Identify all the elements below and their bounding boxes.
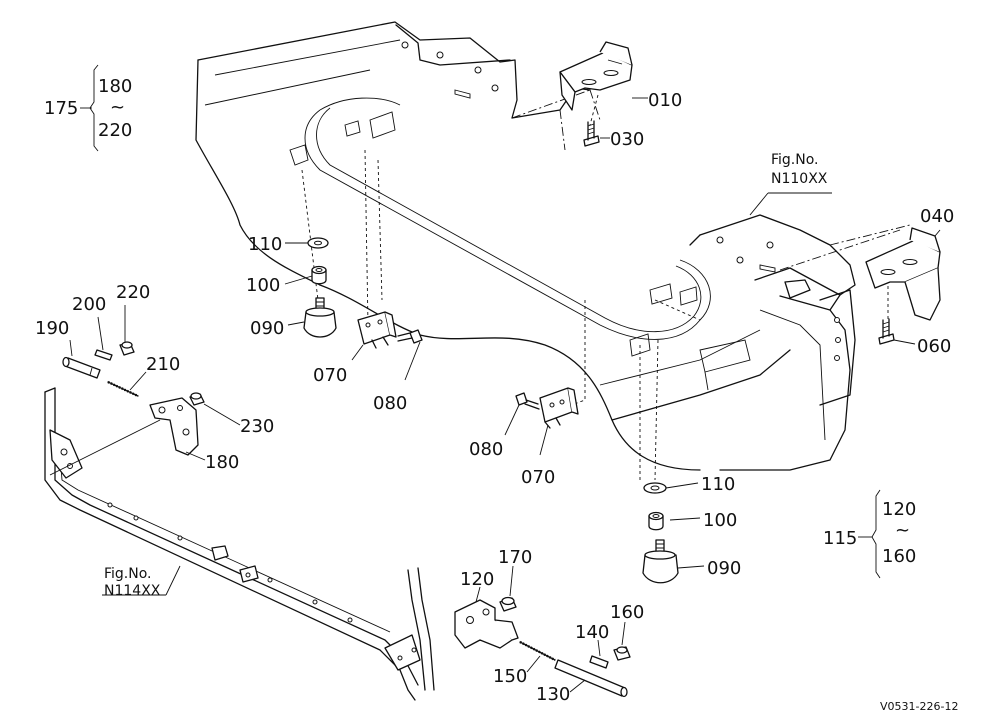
label-230: 230 [240, 416, 274, 437]
label-200: 200 [72, 294, 106, 315]
label-100-left: 100 [246, 275, 280, 296]
label-100-right: 100 [703, 510, 737, 531]
label-210: 210 [146, 354, 180, 375]
label-160: 160 [610, 602, 644, 623]
rubber-mount-090-left [303, 297, 337, 338]
label-070-right: 070 [521, 467, 555, 488]
group-bracket-right [858, 489, 881, 579]
bolt-080-left [397, 329, 423, 344]
washer-110-right [643, 482, 667, 494]
cap-160 [613, 646, 631, 661]
drawing-code: V0531-226-12 [880, 700, 958, 713]
fig-ref-top-line1: Fig.No. [771, 152, 819, 168]
group-left-to: 220 [98, 120, 132, 141]
group-right-from: 120 [882, 499, 916, 520]
bolt-030 [583, 120, 600, 147]
label-110-right: 110 [701, 474, 735, 495]
washer-110-left [307, 237, 329, 249]
label-150: 150 [493, 666, 527, 687]
label-090-right: 090 [707, 558, 741, 579]
bolt-230 [189, 392, 205, 406]
pin-130 [554, 659, 628, 698]
fig-ref-top-line2: N110XX [771, 171, 828, 187]
group-left-tilde: ~ [110, 97, 125, 118]
pin-140 [589, 655, 609, 669]
bracket-010 [559, 41, 633, 111]
label-120: 120 [460, 569, 494, 590]
hinge-bracket-180 [149, 397, 199, 456]
label-220: 220 [116, 282, 150, 303]
label-170: 170 [498, 547, 532, 568]
group-right-parent: 115 [823, 528, 857, 549]
spring-150 [519, 640, 556, 662]
label-060: 060 [917, 336, 951, 357]
leader-lines [49, 97, 941, 693]
pin-190 [62, 356, 101, 379]
nut-100-left [311, 265, 327, 285]
group-right-tilde: ~ [895, 520, 910, 541]
group-left-parent: 175 [44, 98, 78, 119]
label-130: 130 [536, 684, 570, 705]
nut-100-right [648, 511, 664, 531]
label-180: 180 [205, 452, 239, 473]
fig-ref-bottom-line2: N114XX [104, 583, 161, 599]
bolt-080-right [515, 392, 540, 410]
label-090-left: 090 [250, 318, 284, 339]
label-010: 010 [648, 90, 682, 111]
label-140: 140 [575, 622, 609, 643]
callout-labels: 010 030 040 060 110 100 090 070 080 080 … [35, 76, 958, 713]
group-bracket-left [80, 64, 99, 152]
lower-frame [44, 387, 435, 701]
label-080-left: 080 [373, 393, 407, 414]
bolt-060 [878, 318, 895, 345]
label-040: 040 [920, 206, 954, 227]
label-070-left: 070 [313, 365, 347, 386]
label-080-right: 080 [469, 439, 503, 460]
rubber-mount-090-right [642, 539, 679, 584]
cap-220 [119, 341, 135, 356]
spring-210 [107, 380, 139, 398]
group-left-from: 180 [98, 76, 132, 97]
fig-ref-bottom-line1: Fig.No. [104, 566, 152, 582]
hinge-bracket-120 [454, 599, 519, 649]
pin-200 [94, 349, 113, 361]
bolt-170 [499, 596, 517, 612]
label-190: 190 [35, 318, 69, 339]
plate-070-right [539, 387, 579, 429]
label-030: 030 [610, 129, 644, 150]
label-110-left: 110 [248, 234, 282, 255]
plate-070-left [357, 311, 397, 349]
group-right-to: 160 [882, 546, 916, 567]
bracket-040 [865, 227, 941, 321]
